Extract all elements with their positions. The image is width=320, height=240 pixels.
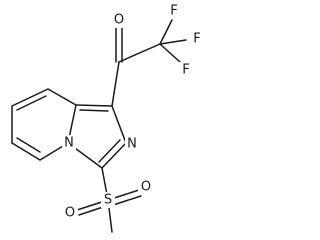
bond-c8-c7-a (11, 88, 49, 107)
bond-c1-carbonyl (111, 61, 120, 107)
bond-c6-c5-b (16, 137, 41, 153)
atom-o-carbonyl: O (114, 13, 124, 28)
bond-c6-c5-a (11, 142, 41, 161)
bond-s-o-right-b (109, 195, 142, 207)
bond-cf3-f-bottom (159, 43, 181, 63)
bond-c8-c7-b (16, 95, 47, 111)
atom-o-sulfonyl-left: O (65, 206, 75, 221)
atom-f-top: F (170, 4, 177, 19)
atom-n-ring: N (127, 137, 137, 152)
atom-n-bridge: N (64, 136, 74, 151)
bond-c1-c8a-b (79, 109, 109, 112)
bond-cf3-f-right (159, 39, 187, 45)
bond-c8a-c8 (47, 88, 77, 106)
atom-f-right: F (193, 32, 200, 47)
atom-s-sulfonyl: S (104, 193, 112, 208)
chemical-structure: O F F F N N S O O (11, 3, 204, 233)
atom-o-sulfonyl-right: O (141, 180, 151, 195)
bond-carbonyl-cf3 (118, 43, 161, 63)
bond-n2-c3-a (101, 142, 127, 169)
bond-c1-c8a-a (75, 104, 113, 107)
bond-c1-n2 (111, 105, 127, 144)
atom-labels: O F F F N N S O O (62, 3, 204, 221)
atom-f-bottom: F (182, 63, 189, 78)
bond-n2-c3-b (98, 139, 121, 163)
bonds (11, 19, 187, 233)
bond-cf3-f-top (159, 19, 173, 45)
